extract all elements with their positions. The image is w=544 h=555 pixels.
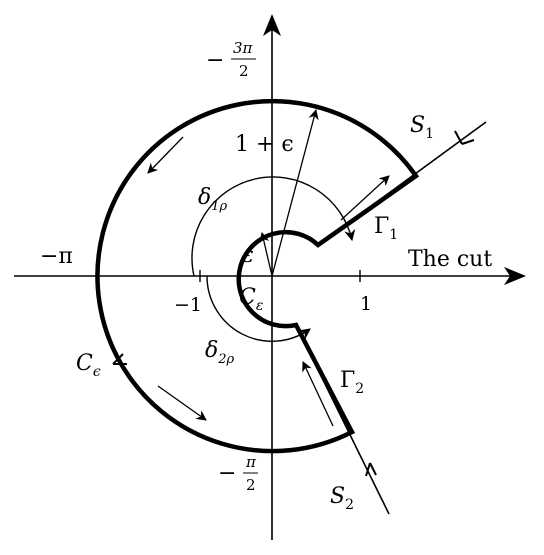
label-the-cut: The cut xyxy=(408,247,492,272)
arrow-outer-bottom xyxy=(157,385,207,421)
label-s2: S2 xyxy=(330,484,354,513)
ray-s1-arrow-icon xyxy=(454,130,475,145)
x-axis-arrow-icon xyxy=(504,267,526,285)
label-tick-neg-one: −1 xyxy=(174,294,202,316)
label-left-neg-pi: −π xyxy=(40,244,73,269)
label-top-minus: − xyxy=(206,48,224,73)
arrow-gamma2 xyxy=(302,361,334,427)
label-eps-small: ε xyxy=(242,243,254,268)
label-gamma2: Γ2 xyxy=(340,368,364,397)
label-bottom-minus: − xyxy=(218,461,236,486)
label-delta1: δ1ρ xyxy=(198,185,228,214)
label-s1: S1 xyxy=(410,113,434,142)
arrow-gamma1 xyxy=(340,175,390,221)
radius-inner xyxy=(259,231,273,277)
delta1-arc xyxy=(191,176,356,277)
outer-circle-arrow-icon xyxy=(112,353,127,365)
label-c-eps-outer: Cϵ xyxy=(76,351,101,380)
delta2-arc xyxy=(206,275,311,342)
arrow-outer-top xyxy=(147,136,184,174)
label-c-eps-inner: Cε xyxy=(239,285,263,314)
label-tick-one: 1 xyxy=(360,293,372,315)
label-top-num: 3π xyxy=(233,39,254,57)
keyhole-contour xyxy=(95,98,420,454)
label-bottom-num: π xyxy=(245,453,257,471)
y-axis-arrow-icon xyxy=(263,14,281,36)
label-one-plus-eps: 1 + ϵ xyxy=(235,132,294,157)
label-delta2: δ2ρ xyxy=(205,338,235,367)
label-top-den: 2 xyxy=(239,62,249,80)
radius-outer xyxy=(271,108,319,277)
label-bottom-den: 2 xyxy=(246,476,256,494)
label-gamma1: Γ1 xyxy=(374,214,398,243)
ray-s2-arrow-icon xyxy=(365,462,377,477)
